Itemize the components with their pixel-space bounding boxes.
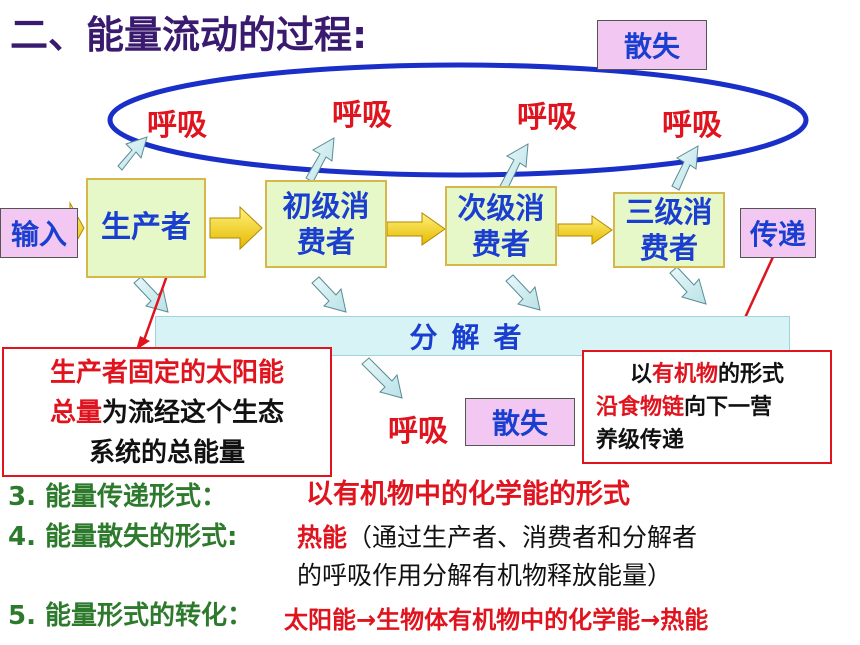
arrow-producer-respiration bbox=[117, 136, 148, 171]
arrow-tertiary-decomposer bbox=[669, 266, 707, 305]
point5-label: 5. 能量形式的转化： bbox=[8, 601, 254, 631]
point4-value: 热能（通过生产者、消费者和分解者 bbox=[297, 518, 697, 554]
flow-arrow-primary-secondary bbox=[386, 212, 446, 246]
respiration-label-decomposer: 呼吸 bbox=[388, 414, 448, 449]
note-right-line2: 沿食物链向下一营 bbox=[596, 391, 830, 424]
note-left-total: 总量 bbox=[49, 398, 102, 428]
point3-label: 3. 能量传递形式： bbox=[8, 482, 228, 512]
respiration-label-secondary: 呼吸 bbox=[517, 100, 577, 135]
node-tertiary-line1: 三级消 bbox=[625, 194, 713, 229]
note-right-next: 向下一营 bbox=[684, 395, 773, 420]
respiration-label-tertiary: 呼吸 bbox=[662, 108, 722, 143]
node-tertiary-consumer: 三级消 费者 bbox=[613, 192, 725, 268]
note-right-foodchain: 沿食物链 bbox=[596, 395, 685, 420]
respiration-label-primary: 呼吸 bbox=[332, 98, 392, 133]
point3-value: 以有机物中的化学能的形式 bbox=[306, 479, 630, 510]
dissipation-label-top: 散失 bbox=[597, 20, 707, 70]
note-producer-energy: 生产者固定的太阳能 总量为流经这个生态 系统的总能量 bbox=[2, 347, 332, 477]
arrow-secondary-respiration bbox=[499, 143, 529, 191]
note-left-line2-rest: 为流经这个生态 bbox=[102, 398, 285, 428]
dissipation-label-bottom: 散失 bbox=[465, 398, 575, 446]
node-producer: 生产者 bbox=[86, 178, 206, 278]
arrow-secondary-decomposer bbox=[505, 274, 541, 311]
node-tertiary-line2: 费者 bbox=[639, 231, 698, 265]
note-right-organic: 有机物 bbox=[652, 362, 719, 387]
respiration-ellipse bbox=[107, 62, 809, 178]
arrow-tertiary-respiration bbox=[671, 145, 699, 191]
page-title: 二、能量流动的过程: bbox=[10, 13, 368, 57]
note-right-form: 的形式 bbox=[718, 362, 785, 387]
input-label: 输入 bbox=[0, 208, 78, 258]
note-right-line3: 养级传递 bbox=[596, 428, 685, 453]
pointer-head-producer bbox=[136, 336, 150, 350]
note-right-pre: 以 bbox=[630, 362, 653, 387]
arrow-primary-respiration bbox=[305, 137, 335, 183]
note-left-line3: 系统的总能量 bbox=[88, 438, 245, 468]
respiration-label-producer: 呼吸 bbox=[147, 108, 207, 143]
point4-rest: （通过生产者、消费者和分解者 bbox=[347, 523, 698, 552]
point4-heat: 热能 bbox=[297, 523, 348, 552]
arrow-producer-decomposer bbox=[133, 276, 169, 313]
point4-label: 4. 能量散失的形式: bbox=[8, 522, 238, 552]
node-primary-line1: 初级消 bbox=[282, 188, 370, 223]
arrow-primary-decomposer bbox=[311, 276, 347, 313]
flow-arrow-secondary-tertiary bbox=[557, 215, 613, 245]
node-secondary-line2: 费者 bbox=[471, 227, 530, 261]
note-left-line2: 总量为流经这个生态 bbox=[4, 393, 330, 433]
node-secondary-line1: 次级消 bbox=[457, 190, 545, 225]
note-left-line1: 生产者固定的太阳能 bbox=[49, 358, 284, 388]
node-primary-consumer: 初级消 费者 bbox=[265, 180, 387, 268]
transfer-label: 传递 bbox=[740, 208, 816, 258]
flow-arrow-producer-primary bbox=[209, 205, 263, 251]
node-secondary-consumer: 次级消 费者 bbox=[445, 186, 557, 266]
point4-value-line2: 的呼吸作用分解有机物释放能量） bbox=[297, 561, 673, 590]
note-transfer-description: 以有机物的形式 沿食物链向下一营 养级传递 bbox=[582, 350, 832, 464]
note-right-line1: 以有机物的形式 bbox=[596, 358, 830, 391]
arrow-decomposer-respiration bbox=[361, 357, 403, 399]
node-producer-label: 生产者 bbox=[101, 210, 191, 246]
point5-value: 太阳能→生物体有机物中的化学能→热能 bbox=[284, 606, 709, 634]
node-primary-line2: 费者 bbox=[296, 225, 355, 259]
